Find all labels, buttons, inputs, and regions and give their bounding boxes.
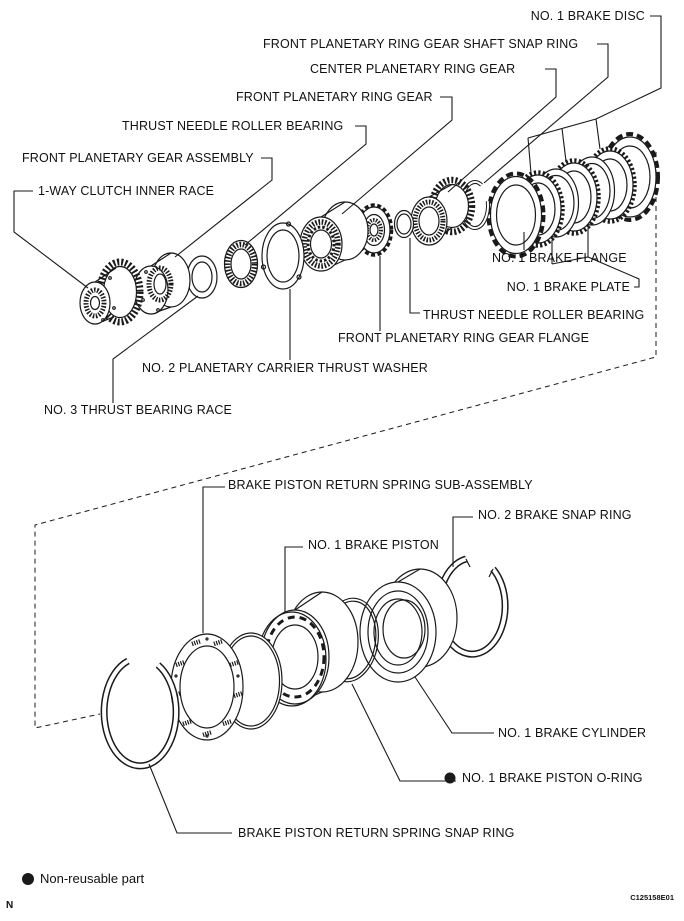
part-brake-piston-return-spring-subassembly	[170, 633, 244, 741]
leader-one-way-clutch-inner-race	[13, 190, 89, 289]
part-no3-thrust-bearing-race	[186, 255, 218, 299]
leader-no1-brake-piston	[284, 546, 303, 612]
part-thrust-needle-roller-bearing-upper	[223, 239, 259, 289]
label-one-way-clutch-inner-race: 1-WAY CLUTCH INNER RACE	[38, 184, 214, 198]
leader-front-planetary-ring-gear	[341, 96, 453, 215]
legend: Non-reusable part	[22, 871, 144, 886]
leader-fprg-shaft-snap-ring	[483, 43, 609, 184]
leader-no1-brake-disc	[527, 15, 662, 174]
leader-thrust-needle-roller-bearing-lower	[409, 238, 420, 314]
label-no1-brake-flange: NO. 1 BRAKE FLANGE	[492, 251, 627, 265]
non-reusable-bullet-oring	[444, 772, 456, 784]
label-no1-brake-disc: NO. 1 BRAKE DISC	[531, 9, 645, 23]
leader-lines	[13, 15, 662, 834]
label-no1-brake-piston: NO. 1 BRAKE PISTON	[308, 538, 439, 552]
part-brake-piston-return-spring-snap-ring	[100, 657, 180, 770]
label-fprg-shaft-snap-ring: FRONT PLANETARY RING GEAR SHAFT SNAP RIN…	[263, 37, 578, 51]
label-front-planetary-ring-gear-flange: FRONT PLANETARY RING GEAR FLANGE	[338, 331, 589, 345]
leader-no3-thrust-bearing-race	[112, 295, 199, 403]
part-no1-brake-cylinder	[359, 568, 458, 683]
label-center-planetary-ring-gear: CENTER PLANETARY RING GEAR	[310, 62, 515, 76]
leader-brake-piston-return-spring-snap-ring	[148, 763, 232, 834]
label-no2-planetary-carrier-thrust-washer: NO. 2 PLANETARY CARRIER THRUST WASHER	[142, 361, 428, 375]
leader-no1-brake-cylinder	[414, 676, 494, 734]
leader-no2-brake-snap-ring	[452, 516, 473, 567]
non-reusable-bullet-legend	[22, 873, 34, 885]
label-no2-brake-snap-ring: NO. 2 BRAKE SNAP RING	[478, 508, 632, 522]
label-brake-piston-return-spring-snap-ring: BRAKE PISTON RETURN SPRING SNAP RING	[238, 826, 515, 840]
label-thrust-needle-roller-bearing-lower: THRUST NEEDLE ROLLER BEARING	[423, 308, 644, 322]
part-thrust-needle-roller-bearing-small	[393, 209, 415, 239]
legend-text: Non-reusable part	[40, 871, 144, 886]
label-no1-brake-piston-oring: NO. 1 BRAKE PISTON O-RING	[462, 771, 643, 785]
part-no1-brake-disc-stack	[486, 132, 660, 259]
leader-front-planetary-gear-assembly	[174, 157, 273, 258]
label-no1-brake-cylinder: NO. 1 BRAKE CYLINDER	[498, 726, 646, 740]
part-one-way-clutch-inner-race	[79, 258, 144, 326]
part-labels: NO. 1 BRAKE DISC FRONT PLANETARY RING GE…	[22, 9, 646, 840]
label-brake-piston-return-spring-subassembly: BRAKE PISTON RETURN SPRING SUB-ASSEMBLY	[228, 478, 533, 492]
label-thrust-needle-roller-bearing-upper: THRUST NEEDLE ROLLER BEARING	[122, 119, 343, 133]
figure-code: C125158E01	[630, 893, 674, 902]
label-no1-brake-plate: NO. 1 BRAKE PLATE	[507, 280, 630, 294]
part-front-planetary-ring-gear	[299, 201, 369, 272]
label-no3-thrust-bearing-race: NO. 3 THRUST BEARING RACE	[44, 403, 232, 417]
leader-thrust-needle-roller-bearing-upper	[244, 125, 367, 246]
leader-no1-brake-plate	[551, 228, 640, 288]
label-front-planetary-ring-gear: FRONT PLANETARY RING GEAR	[236, 90, 433, 104]
leader-no1-brake-piston-oring	[351, 683, 456, 782]
page-marker: N	[6, 900, 13, 911]
leader-center-planetary-ring-gear	[447, 68, 557, 193]
spring-coils	[171, 638, 244, 738]
leader-brake-piston-return-spring-subassembly	[202, 486, 225, 633]
part-front-planetary-gear-assembly	[133, 252, 191, 315]
label-front-planetary-gear-assembly: FRONT PLANETARY GEAR ASSEMBLY	[22, 151, 254, 165]
part-no1-brake-flange	[486, 171, 546, 259]
part-center-planetary-ring-gear	[410, 176, 476, 246]
part-no2-planetary-carrier-thrust-washer	[260, 221, 305, 290]
